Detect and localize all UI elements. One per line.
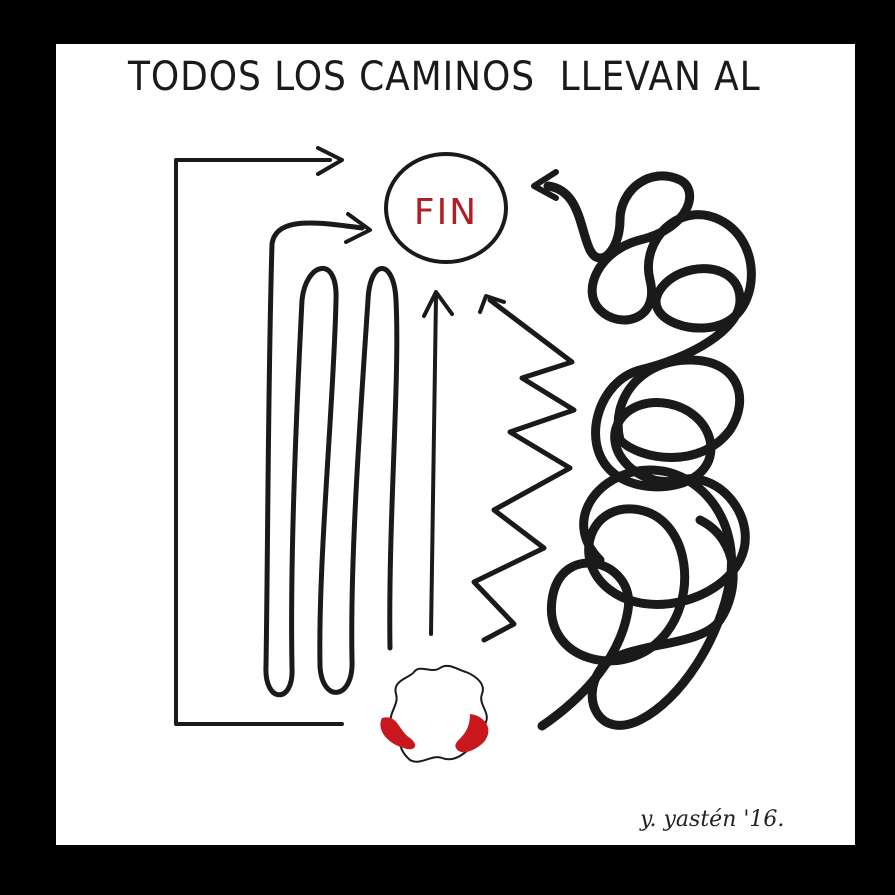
fin-circle [384, 152, 508, 264]
serpentine-arrowhead-icon [344, 212, 372, 244]
bracket-path [174, 158, 344, 726]
origin-scribble [389, 664, 488, 763]
tangled-path-loop-2 [579, 465, 738, 730]
zigzag-path [471, 297, 577, 643]
fin-label: FIN [413, 192, 479, 233]
artist-signature: y. yastén '16. [640, 807, 785, 832]
tangled-path [537, 171, 756, 731]
serpentine-path [263, 220, 400, 698]
origin-red-left [380, 717, 416, 750]
tangled-arrowhead-icon [531, 169, 559, 201]
origin-red-right [455, 714, 489, 753]
bracket-arrowhead-icon [316, 146, 344, 176]
straight-path [429, 294, 438, 636]
tangled-path-loop-3 [613, 355, 745, 462]
artwork-title: TODOS LOS CAMINOS LLEVAN AL [128, 54, 761, 100]
zigzag-arrowhead-icon [478, 294, 506, 314]
straight-arrowhead-icon [422, 290, 454, 318]
